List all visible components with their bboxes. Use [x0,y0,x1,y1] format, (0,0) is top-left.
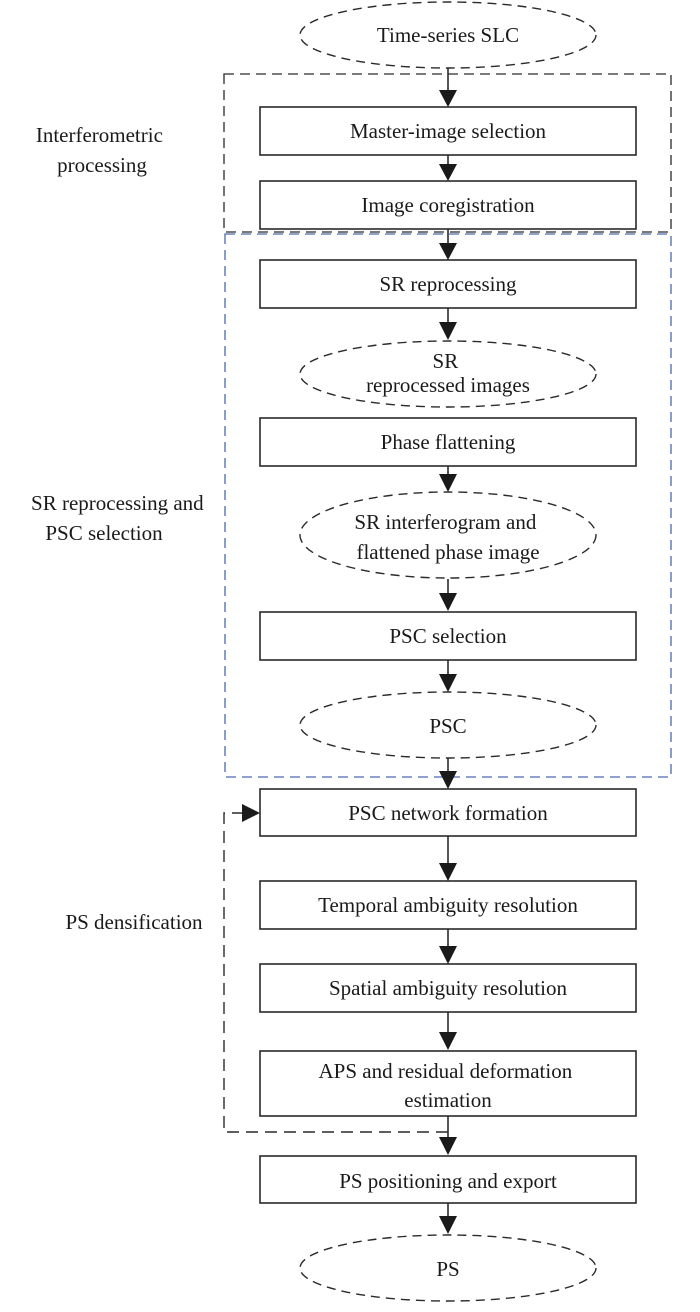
node-label: PSC network formation [348,801,548,825]
group-label-sr: SR reprocessing and PSC selection [31,491,209,545]
arrow-flatten-to-interferogram [439,466,457,492]
feedback-arrow-head [242,804,260,822]
node-master-image-selection: Master-image selection [259,106,637,156]
arrow-psc-selection-to-psc [439,660,457,692]
group-label-line: processing [57,153,147,177]
arrow-interferogram-to-psc-selection [439,579,457,611]
node-label: Temporal ambiguity resolution [318,893,578,917]
node-psc-network-formation: PSC network formation [259,788,637,837]
arrow-network-to-temporal [439,836,457,881]
node-spatial-ambiguity-resolution: Spatial ambiguity resolution [259,963,637,1013]
group-label-line: SR reprocessing and [31,491,204,515]
arrow-sr-to-sr-images [439,308,457,340]
arrow-aps-to-ps-positioning [439,1116,457,1155]
node-sr-reprocessing: SR reprocessing [259,259,637,309]
node-label: PSC selection [389,624,507,648]
group-label-line: Interferometric [36,123,163,147]
arrow-ps-positioning-to-ps [439,1203,457,1234]
node-label: Master-image selection [350,119,547,143]
node-label: PSC [429,714,466,738]
node-label: Spatial ambiguity resolution [329,976,567,1000]
node-psc-selection: PSC selection [259,611,637,661]
arrows [439,68,457,1234]
arrow-spatial-to-aps [439,1012,457,1050]
node-ps: PS [299,1234,597,1302]
node-sr-interferogram: SR interferogram and flattened phase ima… [299,491,597,579]
node-aps-residual-deformation: APS and residual deformation estimation [259,1050,637,1117]
feedback-loop-line [223,812,448,1133]
node-label: SR reprocessing [379,272,517,296]
node-label: PS positioning and export [339,1169,557,1193]
node-phase-flattening: Phase flattening [259,417,637,467]
arrow-psc-to-network [439,758,457,789]
node-time-series-slc: Time-series SLC [299,1,597,69]
node-label: SR reprocessed images [366,349,530,397]
node-psc: PSC [299,691,597,759]
node-temporal-ambiguity-resolution: Temporal ambiguity resolution [259,880,637,930]
node-label: Time-series SLC [377,23,519,47]
node-image-coregistration: Image coregistration [259,180,637,230]
arrow-slc-to-master [439,68,457,107]
group-label-line: PS densification [65,910,203,934]
arrow-temporal-to-spatial [439,929,457,964]
arrow-master-to-coreg [439,155,457,181]
node-label: APS and residual deformation estimation [319,1059,578,1112]
group-label-line: PSC selection [45,521,163,545]
group-label-interferometric: Interferometric processing [36,123,168,177]
node-label: Phase flattening [381,430,516,454]
group-label-densification: PS densification [65,910,203,934]
node-label: Image coregistration [361,193,535,217]
node-sr-reprocessed-images: SR reprocessed images [299,340,597,408]
node-label: SR interferogram and flattened phase ima… [354,510,541,564]
arrow-coreg-to-sr [439,229,457,260]
node-label: PS [436,1257,459,1281]
node-ps-positioning-export: PS positioning and export [259,1155,637,1204]
